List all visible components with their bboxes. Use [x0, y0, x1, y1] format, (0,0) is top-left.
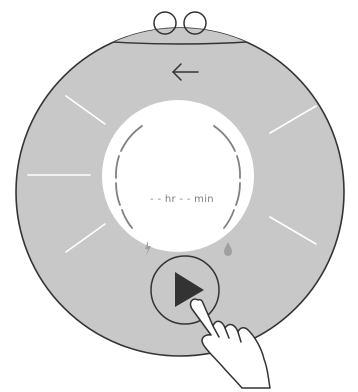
top-cap	[16, 28, 344, 45]
bolt-icon	[145, 241, 151, 256]
center-dial	[102, 100, 254, 252]
play-icon	[175, 272, 204, 307]
minutes-value: - -	[179, 194, 191, 205]
light-rays	[27, 95, 317, 253]
time-readout: - - hr - - min	[144, 194, 220, 205]
pointing-hand-icon	[189, 298, 271, 389]
hours-value: - -	[150, 194, 162, 205]
arrow-left-icon[interactable]	[172, 63, 199, 81]
progress-arc-left	[115, 125, 143, 229]
top-right-circle-button[interactable]	[183, 11, 207, 35]
progress-arc-right	[213, 125, 241, 229]
hours-unit: hr	[164, 194, 176, 205]
top-left-circle-button[interactable]	[153, 11, 177, 35]
water-drop-icon	[224, 242, 232, 256]
minutes-unit: min	[194, 194, 214, 205]
